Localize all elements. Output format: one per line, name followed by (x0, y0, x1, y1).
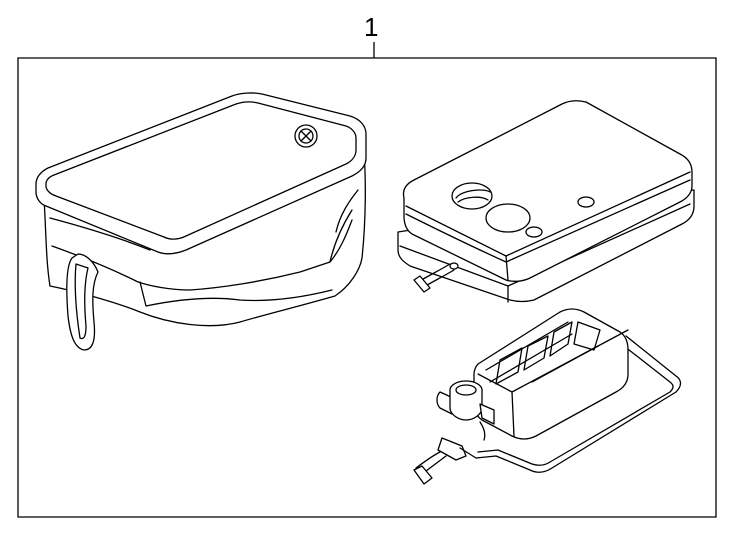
storage-bag-icon (36, 93, 366, 350)
kit-frame (18, 58, 716, 517)
compressor-icon (398, 101, 694, 302)
sealant-bottle-icon (414, 309, 681, 484)
part-callout-number: 1 (364, 12, 379, 42)
